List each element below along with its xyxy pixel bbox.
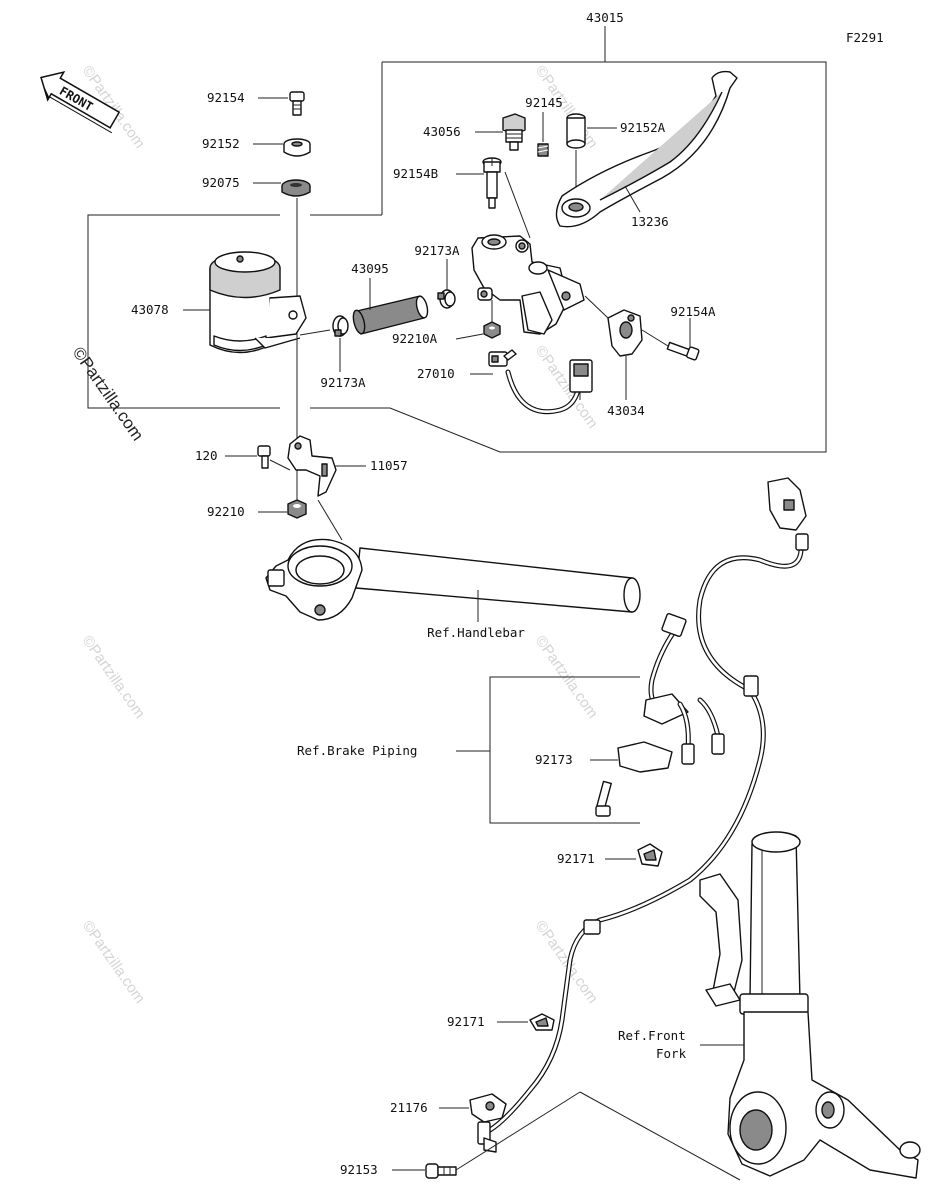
watermarks: ©Partzilla.com ©Partzilla.com ©Partzilla… — [69, 63, 602, 1007]
part-92210-nut[interactable] — [287, 499, 307, 519]
part-label-92152[interactable]: 92152 — [202, 136, 240, 151]
part-92154B-pivot-bolt[interactable] — [482, 157, 502, 209]
ref-front-fork-line1: Ref.Front — [618, 1028, 686, 1043]
part-label-92173[interactable]: 92173 — [535, 752, 573, 767]
part-label-92171-lower[interactable]: 92171 — [447, 1014, 485, 1029]
part-label-27010[interactable]: 27010 — [417, 366, 455, 381]
part-43078-reservoir[interactable] — [209, 251, 307, 354]
assembly-outline-43015 — [87, 26, 827, 453]
part-label-43034[interactable]: 43034 — [607, 403, 645, 418]
part-label-92153[interactable]: 92153 — [340, 1162, 378, 1177]
watermark: ©Partzilla.com — [79, 633, 149, 722]
brake-piping-joint — [617, 612, 725, 773]
part-label-43015[interactable]: 43015 — [586, 10, 624, 25]
part-label-92145[interactable]: 92145 — [525, 95, 563, 110]
part-label-11057[interactable]: 11057 — [370, 458, 408, 473]
front-arrow-icon: FRONT — [40, 71, 121, 134]
part-label-92173A-upper[interactable]: 92173A — [414, 243, 460, 258]
master-cylinder-body — [471, 234, 585, 335]
part-label-92075[interactable]: 92075 — [202, 175, 240, 190]
part-label-92171-upper[interactable]: 92171 — [557, 851, 595, 866]
part-label-13236[interactable]: 13236 — [631, 214, 669, 229]
part-label-120[interactable]: 120 — [195, 448, 218, 463]
part-92210A-nut[interactable] — [483, 321, 501, 339]
abs-sensor-cable — [487, 477, 809, 1133]
part-label-92154A[interactable]: 92154A — [670, 304, 716, 319]
part-92173A-clamp-lower[interactable] — [332, 315, 349, 337]
part-27010-brake-switch[interactable] — [488, 349, 593, 415]
figure-code: F2291 — [846, 30, 884, 45]
part-92152-collar[interactable] — [283, 138, 311, 157]
ref-brake-piping: Ref.Brake Piping — [297, 743, 417, 758]
handlebar-reference — [265, 499, 641, 621]
part-92145-spring[interactable] — [537, 143, 549, 157]
part-label-92173A-lower[interactable]: 92173A — [320, 375, 366, 390]
part-label-92154[interactable]: 92154 — [207, 90, 245, 105]
part-label-43056[interactable]: 43056 — [423, 124, 461, 139]
part-92171-clip-upper[interactable] — [637, 843, 663, 867]
ref-front-fork-line2: Fork — [656, 1046, 687, 1061]
part-120-bolt[interactable] — [257, 445, 271, 469]
part-label-92154B[interactable]: 92154B — [393, 166, 438, 181]
part-label-92210[interactable]: 92210 — [207, 504, 245, 519]
brake-piping-outline — [489, 676, 640, 824]
part-43095-hose[interactable] — [351, 295, 429, 335]
watermark: ©Partzilla.com — [79, 918, 149, 1007]
part-label-21176[interactable]: 21176 — [390, 1100, 428, 1115]
part-92171-clip-lower[interactable] — [529, 1013, 555, 1031]
part-92152A-collar[interactable] — [566, 113, 586, 149]
front-fork-reference — [699, 831, 921, 1179]
part-label-92152A[interactable]: 92152A — [620, 120, 666, 135]
part-label-43078[interactable]: 43078 — [131, 302, 169, 317]
part-21176-abs-sensor[interactable] — [469, 1093, 507, 1153]
watermark-main: ©Partzilla.com — [69, 343, 148, 444]
part-92154-bolt[interactable] — [289, 91, 305, 116]
part-label-43095[interactable]: 43095 — [351, 261, 389, 276]
part-43034-clamp-holder[interactable] — [607, 309, 643, 357]
part-92173-bolt[interactable] — [595, 780, 612, 817]
part-11057-bracket[interactable] — [287, 435, 337, 497]
ref-handlebar: Ref.Handlebar — [427, 625, 525, 640]
part-92173A-clamp-upper[interactable] — [437, 289, 456, 309]
part-92153-bolt[interactable] — [425, 1163, 457, 1179]
part-92154A-bolt[interactable] — [666, 341, 700, 361]
part-43056-fitting[interactable] — [502, 113, 526, 151]
part-92075-grommet[interactable] — [281, 179, 311, 197]
part-13236-brake-lever[interactable] — [555, 70, 738, 228]
part-label-92210A[interactable]: 92210A — [392, 331, 438, 346]
